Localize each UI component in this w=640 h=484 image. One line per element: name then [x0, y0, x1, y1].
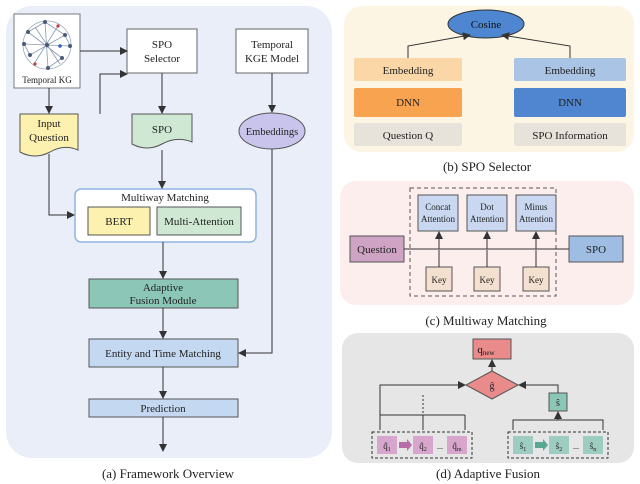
multiway-arrows — [435, 231, 540, 267]
question-input-label: Question — [357, 244, 397, 256]
question-input-box — [349, 235, 405, 263]
adaptive-fusion-box — [88, 278, 239, 309]
minus-label-2: Attention — [519, 214, 553, 224]
key-label-2: Key — [480, 275, 495, 285]
input-question-label-2: Question — [29, 132, 69, 144]
spo-selector-box — [126, 28, 198, 74]
spo-selector-label-1: SPO — [152, 39, 172, 51]
spo-info-label: SPO Information — [532, 130, 608, 142]
bert-box — [87, 206, 151, 236]
spo-info-box — [514, 123, 626, 146]
arrow-embeddings-to-entity — [238, 149, 273, 357]
q-item-1 — [377, 436, 397, 454]
dot-label-2: Attention — [470, 214, 504, 224]
dnn-left-label: DNN — [396, 97, 420, 109]
s-dots: ... — [573, 442, 579, 451]
key-label-1: Key — [432, 275, 447, 285]
gate-label: ĝ — [490, 381, 495, 392]
embeddings-label: Embeddings — [246, 127, 299, 138]
input-question-doc — [19, 113, 79, 157]
question-q-label: Question Q — [383, 130, 433, 142]
dnn-right-label: DNN — [558, 97, 582, 109]
key-label-3: Key — [529, 275, 544, 285]
q-dots: ... — [437, 442, 443, 451]
multi-attention-box — [156, 206, 242, 236]
key-box-2 — [473, 266, 501, 292]
cosine-label: Cosine — [471, 19, 502, 31]
spo-selector-arrows — [407, 32, 571, 58]
panel-d-background — [342, 333, 634, 463]
dot-label-1: Dot — [480, 202, 494, 212]
entity-time-label: Entity and Time Matching — [105, 348, 221, 360]
s-item-1-label: ŝ1 — [520, 441, 527, 453]
s-sequence-dashed — [507, 431, 609, 459]
dot-attention-box — [466, 194, 508, 232]
framework-arrows — [45, 47, 276, 452]
s-item-n — [583, 436, 603, 454]
kge-label-2: KGE Model — [245, 53, 299, 65]
q-arrow-1 — [399, 439, 412, 451]
embedding-left-box — [354, 58, 462, 81]
s-item-2-label: ŝ2 — [556, 441, 563, 453]
attention-group-dashed — [409, 187, 557, 297]
spo-doc — [131, 113, 193, 149]
kge-label-1: Temporal — [251, 39, 293, 51]
caption-c: (c) Multiway Matching — [425, 313, 547, 328]
caption-a: (a) Framework Overview — [102, 466, 235, 481]
panel-framework: Temporal KG SPO Selector Temporal KGE Mo… — [6, 6, 332, 481]
minus-label-1: Minus — [524, 202, 548, 212]
q-item-2 — [413, 436, 433, 454]
caption-b: (b) SPO Selector — [443, 159, 532, 174]
temporal-kg-node: Temporal KG — [13, 13, 81, 89]
s-item-2 — [549, 436, 569, 454]
multiway-matching-title: Multiway Matching — [121, 192, 209, 204]
q-item-m-label: q̂m — [452, 441, 462, 453]
adaptive-fusion-label-2: Fusion Module — [130, 295, 197, 307]
multi-attention-label: Multi-Attention — [164, 216, 234, 228]
temporal-kg-label: Temporal KG — [22, 75, 72, 85]
s-item-n-label: ŝn — [590, 441, 597, 453]
embedding-right-box — [514, 58, 626, 81]
q-new-label: qnew — [477, 344, 495, 357]
panel-multiway: Concat Attention Dot Attention Minus Att… — [340, 181, 634, 328]
cosine-node — [447, 9, 525, 39]
dnn-right-box — [514, 88, 626, 117]
panel-spo-selector: Cosine Embedding Embedding DNN DNN Quest… — [344, 6, 634, 174]
concat-attention-box — [417, 194, 459, 232]
adaptive-fusion-label-1: Adaptive — [143, 282, 183, 294]
key-box-1 — [425, 266, 453, 292]
q-sequence-dashed — [371, 431, 473, 459]
gate-diamond — [464, 370, 520, 400]
caption-d: (d) Adaptive Fusion — [436, 466, 540, 481]
spo-input-box — [568, 235, 624, 263]
s-arrow-1 — [535, 439, 548, 451]
spo-doc-label: SPO — [152, 124, 172, 136]
arrow-question-to-selector — [99, 70, 128, 114]
q-item-m — [447, 436, 467, 454]
s-item-1 — [513, 436, 533, 454]
spo-input-label: SPO — [586, 244, 606, 256]
q-item-2-label: q̂2 — [419, 441, 427, 453]
q-item-1-label: q̂1 — [383, 441, 391, 453]
s-hat-label: ŝ — [556, 398, 560, 409]
bert-label: BERT — [105, 216, 133, 228]
minus-attention-box — [515, 194, 557, 232]
prediction-label: Prediction — [140, 403, 186, 415]
arrow-question-to-multiway — [48, 154, 75, 219]
embedding-left-label: Embedding — [383, 65, 434, 77]
concat-label-2: Attention — [421, 214, 455, 224]
temporal-kge-box — [235, 28, 309, 74]
concat-label-1: Concat — [425, 202, 451, 212]
embedding-right-label: Embedding — [545, 65, 596, 77]
question-q-box — [354, 123, 462, 146]
panel-adaptive: qnew ĝ ŝ q̂1 q̂2 ... q̂m ŝ1 ŝ2 ... ŝn — [342, 333, 634, 481]
input-question-label-1: Input — [37, 118, 60, 130]
dnn-left-box — [354, 88, 462, 117]
adaptive-lines — [379, 359, 604, 430]
spo-selector-label-2: Selector — [144, 53, 180, 65]
